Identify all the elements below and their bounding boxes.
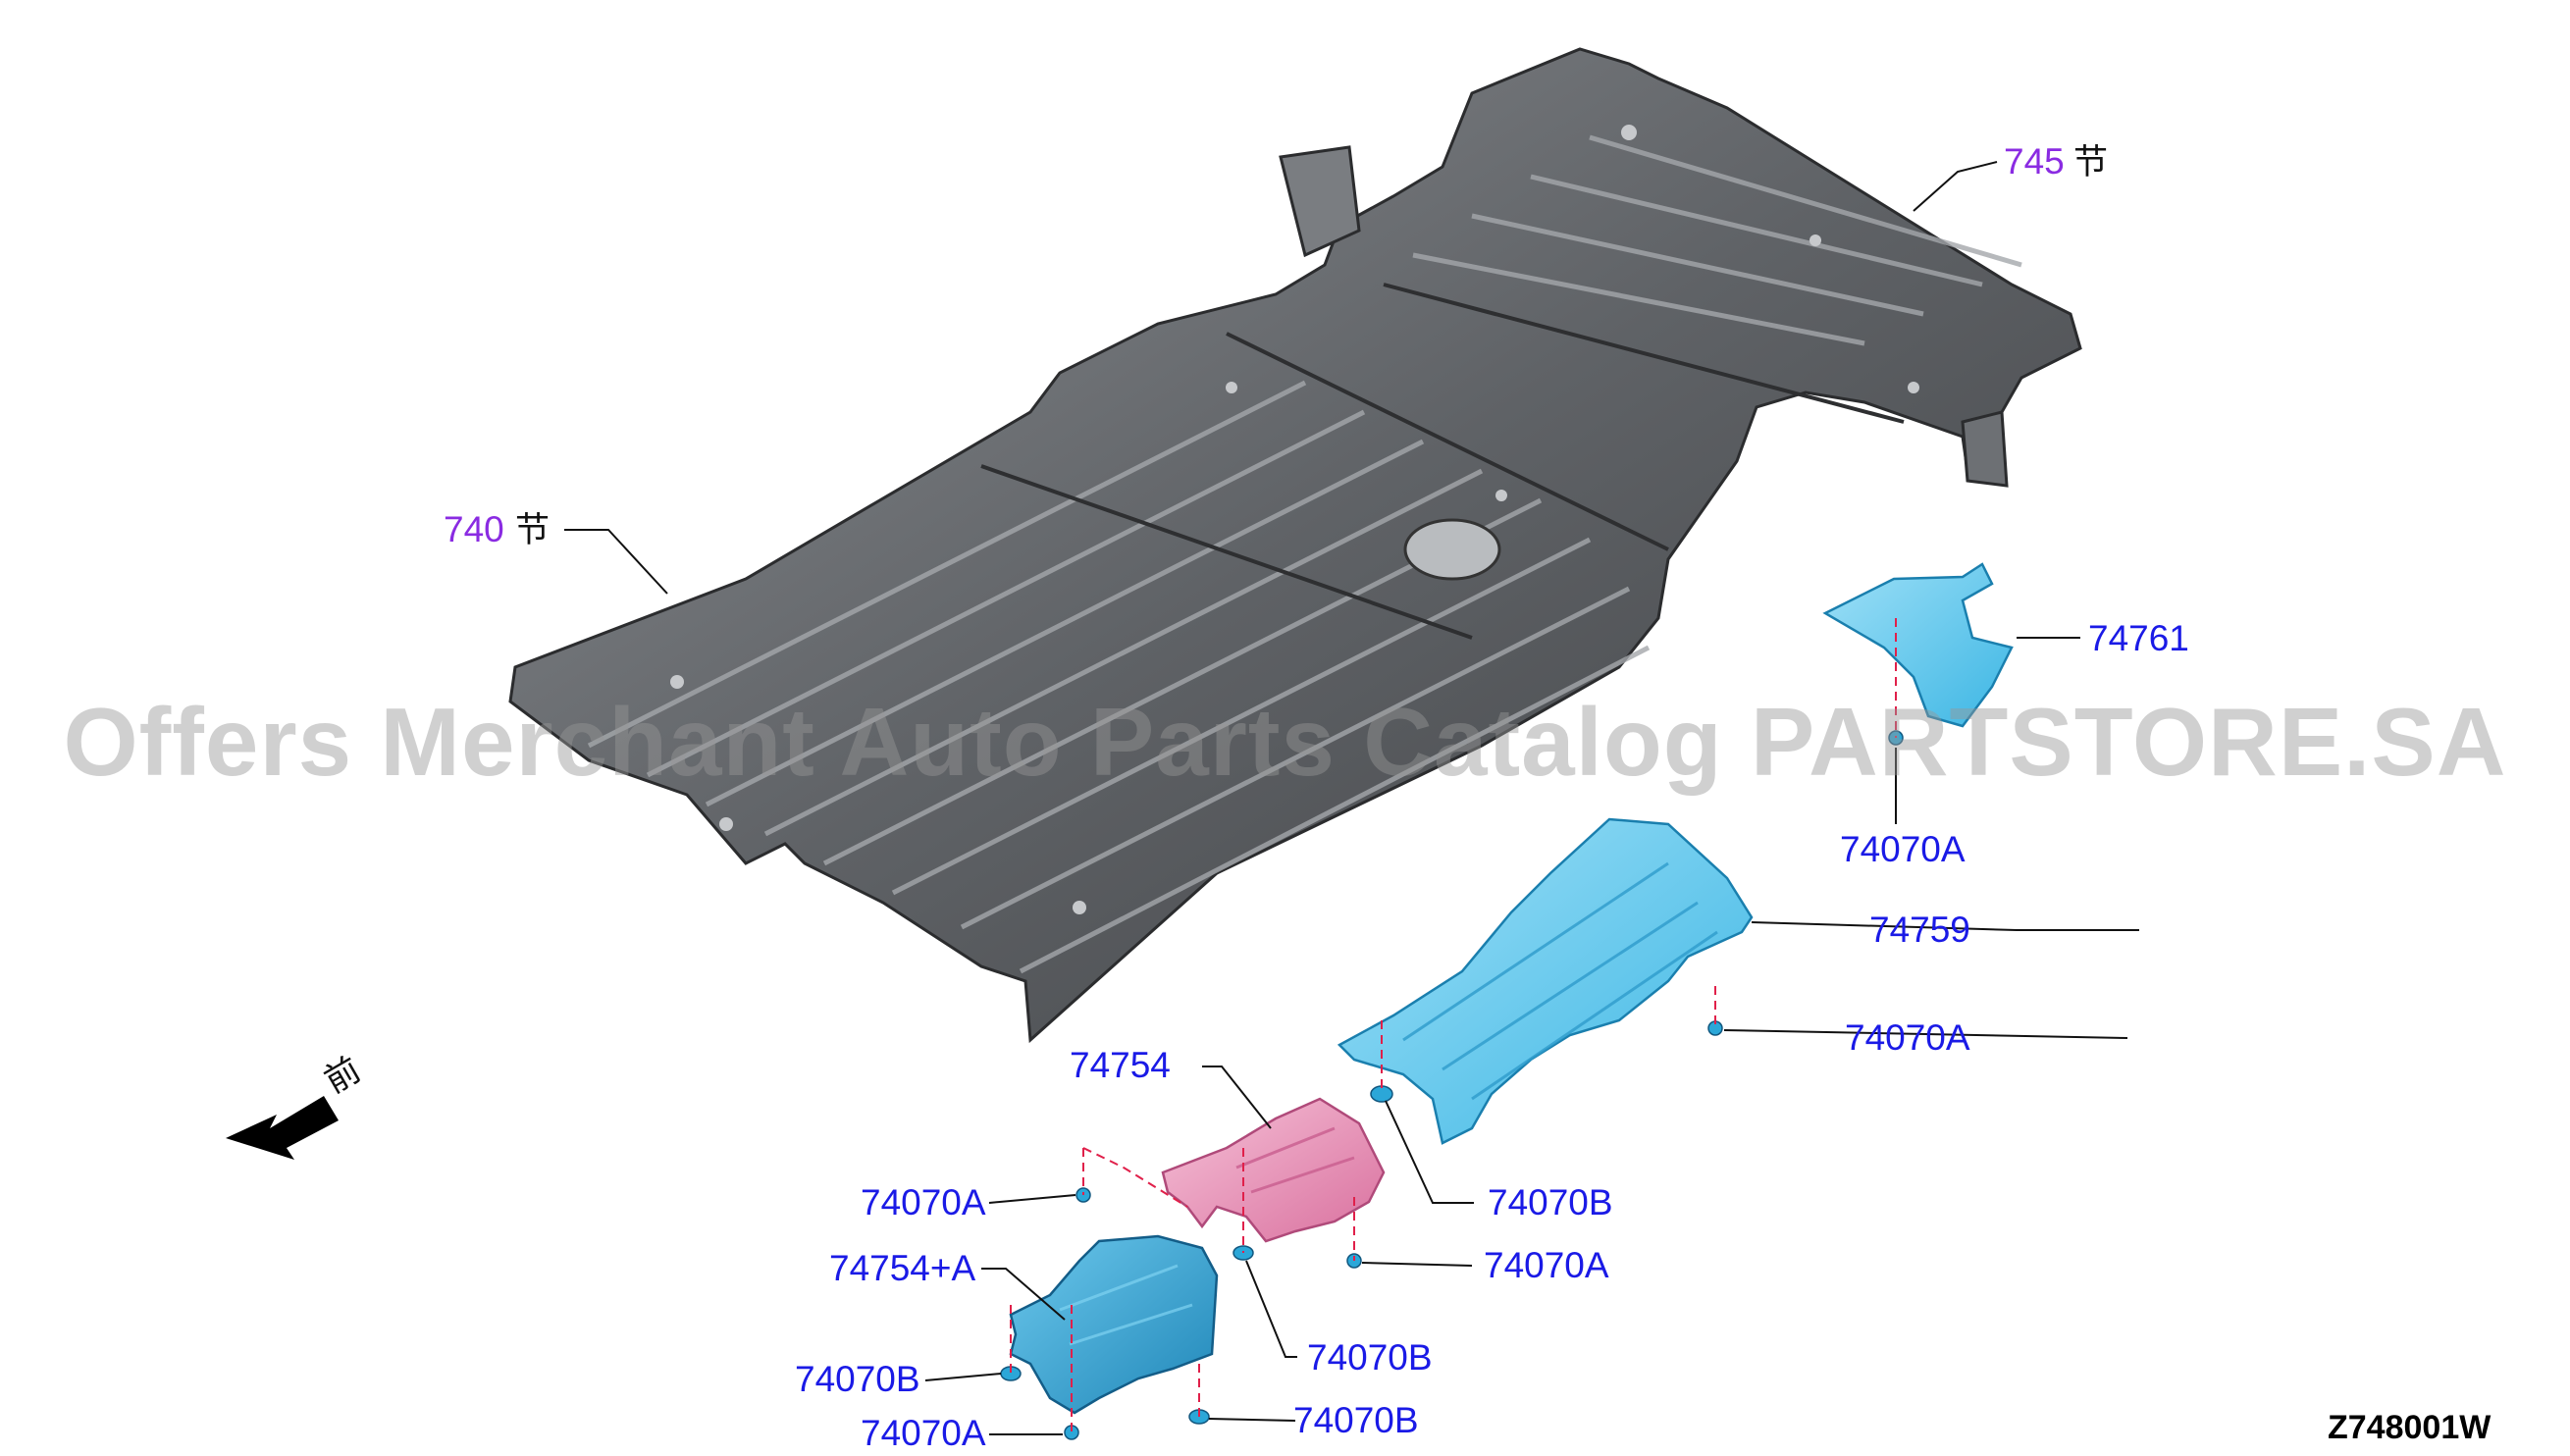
- callout-74070b-2[interactable]: 74070B: [1307, 1337, 1433, 1378]
- section-740-suffix: 节: [515, 511, 550, 550]
- callout-74070a-2[interactable]: 74070A: [1845, 1017, 1970, 1058]
- heat-insulator-74754-a: [1009, 1234, 1219, 1415]
- callout-74070a-4[interactable]: 74070A: [1484, 1245, 1609, 1285]
- callout-74070b-3[interactable]: 74070B: [795, 1359, 920, 1399]
- callout-74070b-1[interactable]: 74070B: [1488, 1182, 1613, 1222]
- callout-74759[interactable]: 74759: [1869, 910, 1970, 950]
- heat-insulator-74761: [1822, 562, 2014, 728]
- heat-insulator-74759: [1337, 817, 1754, 1145]
- section-745-suffix: 节: [2073, 143, 2108, 182]
- floor-cross-members: [980, 283, 1905, 640]
- front-direction-label: 前: [318, 1051, 367, 1102]
- heat-insulator-74754: [1161, 1097, 1386, 1243]
- callout-74070b-4[interactable]: 74070B: [1293, 1400, 1419, 1440]
- callout-74070a-1[interactable]: 74070A: [1840, 829, 1966, 869]
- diagram-code: Z748001W: [2328, 1409, 2491, 1446]
- section-745-number: 745: [2004, 141, 2065, 182]
- clips: [1000, 730, 1904, 1440]
- floor-holes: [670, 125, 1919, 914]
- section-740-number: 740: [444, 509, 504, 549]
- front-direction-arrow-icon: [226, 1096, 339, 1160]
- floor-bracket-right: [1961, 410, 2009, 488]
- floor-ribs: [587, 134, 2022, 974]
- callout-74761[interactable]: 74761: [2088, 618, 2189, 658]
- callout-74754[interactable]: 74754: [1070, 1045, 1171, 1085]
- clip-74070b-1: [1370, 1085, 1393, 1103]
- fastener-guide-lines: [1010, 618, 1897, 1432]
- floor-bracket-left: [1279, 145, 1361, 258]
- spare-tire-hole: [1403, 518, 1501, 581]
- callout-74070a-5[interactable]: 74070A: [861, 1413, 986, 1453]
- rear-floor-panel: [508, 47, 2082, 1044]
- watermark-text: Offers Merchant Auto Parts Catalog PARTS…: [63, 688, 2507, 796]
- callout-74070a-3[interactable]: 74070A: [861, 1182, 986, 1222]
- leader-lines: [564, 161, 2139, 1435]
- callout-74754-a[interactable]: 74754+A: [829, 1248, 975, 1288]
